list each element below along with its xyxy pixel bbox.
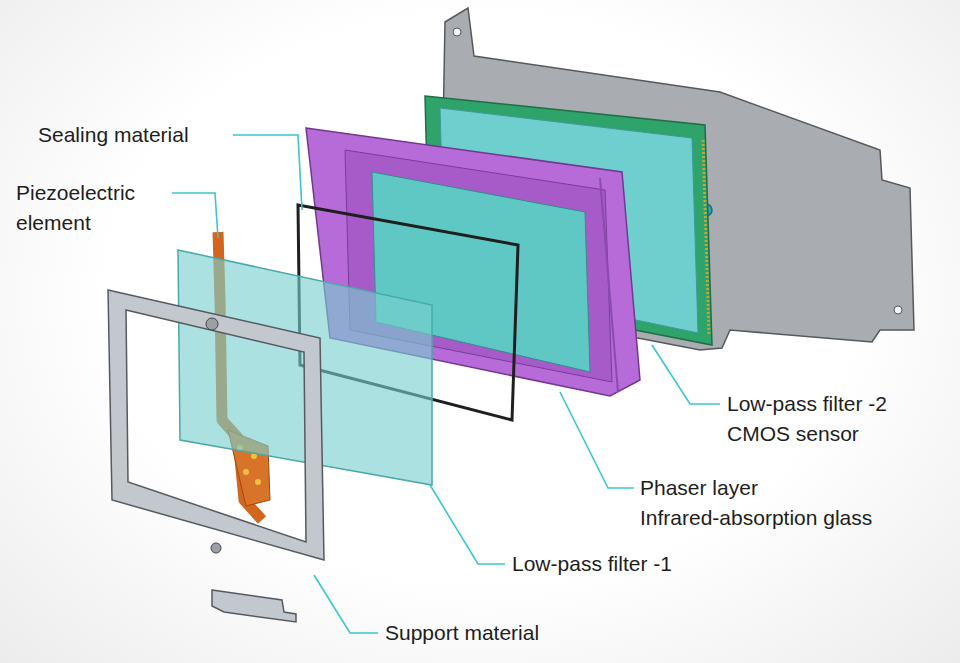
part-label: Support material	[385, 618, 645, 648]
frame-tab	[212, 590, 296, 622]
leader-line	[172, 193, 218, 238]
frame-rivet	[211, 543, 221, 553]
leader-line	[233, 135, 302, 210]
frame-rivet	[206, 318, 218, 330]
part-label: Low-pass filter -1	[512, 549, 772, 579]
part-label: Low-pass filter -2	[727, 389, 957, 419]
leader-line	[430, 485, 505, 564]
part-label: Infrared-absorption glass	[640, 503, 958, 533]
piezo-contact	[243, 469, 249, 475]
sensor-pins	[703, 140, 709, 335]
part-label: Phaser layer	[640, 473, 958, 503]
leader-line	[560, 392, 634, 488]
part-label: Sealing material	[38, 120, 258, 150]
mount-hole	[453, 28, 461, 36]
mount-hole	[894, 306, 902, 314]
frame-edge	[600, 178, 618, 392]
part-label: Piezoelectric element	[16, 178, 181, 238]
support-frame	[108, 290, 324, 560]
leader-line	[314, 575, 378, 633]
piezo-contact	[255, 479, 261, 485]
part-label: CMOS sensor	[727, 419, 957, 449]
leader-line	[652, 345, 720, 404]
